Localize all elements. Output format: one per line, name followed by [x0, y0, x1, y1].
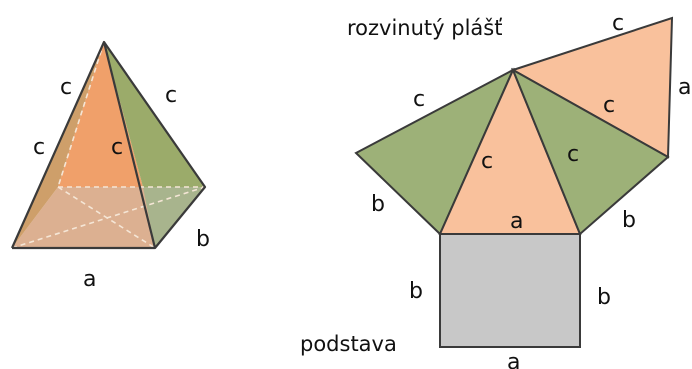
- net-label-a-bottom: a: [507, 350, 520, 369]
- net-label-c-inner2: c: [567, 142, 579, 167]
- pyramid-net: rozvinutý plášť c a c b c c c a b b b a …: [300, 11, 691, 369]
- net-title: rozvinutý plášť: [347, 16, 502, 40]
- net-label-c-inner3: c: [603, 93, 615, 118]
- pyr-label-a: a: [83, 267, 96, 292]
- pyramid-outline: [10, 40, 207, 250]
- pyr-label-b: b: [196, 227, 210, 252]
- pyr-label-c-front: c: [111, 135, 123, 160]
- hidden-edge-diag2: [57, 186, 156, 249]
- hidden-edge-apex: [57, 41, 105, 188]
- pyramid-front-face: [58, 42, 143, 187]
- net-label-b-left: b: [371, 192, 385, 217]
- hidden-edge-diag1: [11, 186, 206, 249]
- net-label-c-inner1: c: [481, 149, 493, 174]
- net-base-caption: podstava: [300, 332, 397, 356]
- net-label-b-square-left: b: [409, 279, 423, 304]
- net-face-right: [510, 67, 670, 236]
- net-label-b-right-tri: b: [622, 208, 636, 233]
- pyr-label-c-left-mid: c: [33, 135, 45, 160]
- net-label-a-middle: a: [510, 209, 523, 234]
- net-label-a-right: a: [678, 75, 691, 100]
- net-label-b-square-right: b: [597, 285, 611, 310]
- net-label-c-top: c: [612, 11, 624, 36]
- net-base-square: [439, 233, 581, 348]
- pyramid-3d: c c c c b a: [10, 40, 210, 292]
- pyr-label-c-left-top: c: [60, 75, 72, 100]
- pyr-label-c-right: c: [165, 83, 177, 108]
- net-label-c-left-top: c: [413, 87, 425, 112]
- pyramid-front-edge: [102, 41, 157, 249]
